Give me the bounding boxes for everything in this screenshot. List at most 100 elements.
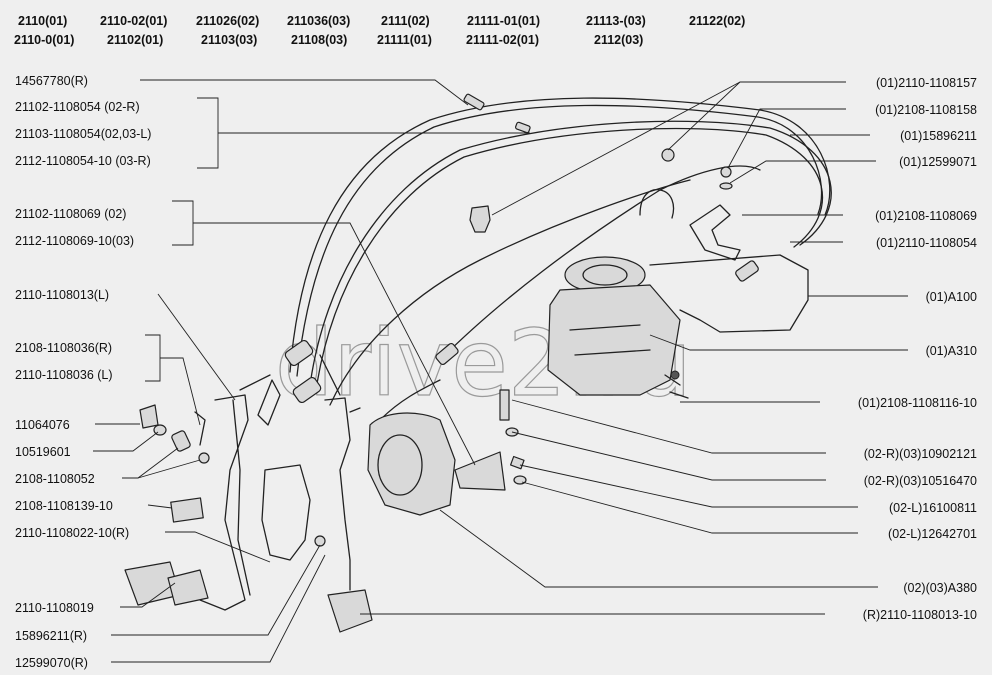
leader-left-11 (120, 582, 176, 608)
spring-coil (670, 370, 680, 380)
bracket-left-2 (197, 97, 219, 169)
linkage-arm (257, 379, 281, 426)
leader-left-12 (111, 544, 321, 636)
lower-cable (329, 179, 691, 406)
leader-right-12 (519, 464, 858, 508)
leader-left-13 (111, 554, 326, 663)
bushing (139, 404, 159, 429)
header-model-2-3: 21103(03) (201, 33, 257, 47)
leader-right-10 (511, 399, 826, 454)
pedal-pad-left-2 (167, 569, 209, 606)
header-model-1-6: 21111-01(01) (467, 14, 540, 28)
spring-left (171, 430, 191, 452)
left-label-15: 2110-1108019 (15, 601, 94, 615)
leader-right-13 (521, 481, 858, 534)
right-label-5: (01)2108-1108069 (875, 209, 977, 223)
pedal-lever-left (199, 394, 249, 611)
carburetor-body (547, 284, 681, 396)
bracket-left-3 (172, 200, 194, 246)
leader-left-1 (140, 79, 469, 106)
second-cable-inner (315, 127, 824, 391)
pedal-pad-right (327, 589, 373, 633)
carburetor-detail (569, 324, 651, 356)
leader-right-1b (491, 81, 741, 216)
pedal-mounting-bracket (261, 464, 311, 561)
left-label-11: 10519601 (15, 445, 71, 459)
plastic-clip (469, 205, 491, 233)
linkage-rod-2 (239, 374, 271, 391)
right-label-8: (01)A310 (926, 344, 977, 358)
leader-left-8 (122, 447, 179, 479)
right-label-1: (01)2110-1108157 (876, 76, 977, 90)
leader-right-8 (649, 334, 908, 351)
header-model-2-7: 2112(03) (594, 33, 643, 47)
left-label-13: 2108-1108139-10 (15, 499, 113, 513)
header-model-1-3: 211026(02) (196, 14, 259, 28)
pedal-stop-block (170, 497, 204, 523)
header-model-1-1: 2110(01) (18, 14, 67, 28)
leader-left-7 (93, 431, 159, 452)
right-labels: (01)2110-1108157 (01)2108-1108158 (01)15… (858, 76, 977, 622)
air-filter-ring (582, 264, 628, 286)
pedal-lever-left-inner (232, 399, 251, 596)
right-label-3: (01)15896211 (900, 129, 977, 143)
left-label-7: 2110-1108013(L) (15, 288, 109, 302)
left-label-14: 2110-1108022-10(R) (15, 526, 129, 540)
leader-left-3 (193, 222, 476, 466)
header-model-1-7: 21113-(03) (586, 14, 646, 28)
throttle-spring (664, 374, 689, 399)
throttle-body (367, 412, 456, 516)
cable-tail (379, 379, 441, 421)
leader-right-2 (727, 108, 846, 169)
left-label-10: 11064076 (15, 418, 70, 432)
cable-adjuster-right (735, 260, 759, 282)
left-label-2: 21102-1108054 (02-R) (15, 100, 140, 114)
leader-left-5 (160, 357, 201, 426)
right-label-9: (01)2108-1108116-10 (858, 396, 977, 410)
header-model-2-2: 21102(01) (107, 33, 163, 47)
right-label-6: (01)2110-1108054 (876, 236, 977, 250)
header-model-1-2: 2110-02(01) (100, 14, 167, 28)
left-label-4: 2112-1108054-10 (03-R) (15, 154, 151, 168)
header-model-1-5: 2111(02) (381, 14, 430, 28)
left-label-3: 21103-1108054(02,03-L) (15, 127, 151, 141)
right-label-2: (01)2108-1108158 (875, 103, 977, 117)
throttle-bracket (454, 451, 506, 491)
right-label-13: (02-L)12642701 (888, 527, 977, 541)
header-model-2-5: 21111(01) (377, 33, 432, 47)
bracket-left-5 (145, 334, 161, 382)
model-header: 2110(01) 2110-02(01) 211026(02) 211036(0… (14, 14, 745, 47)
header-model-1-8: 21122(02) (689, 14, 745, 28)
left-labels: 14567780(R) 21102-1108054 (02-R) 21103-1… (15, 74, 151, 670)
throttle-cable-inner (296, 104, 823, 377)
left-label-5: 21102-1108069 (02) (15, 207, 126, 221)
left-label-9: 2110-1108036 (L) (15, 368, 113, 382)
left-label-8: 2108-1108036(R) (15, 341, 112, 355)
leader-lines (93, 79, 908, 663)
leader-right-11 (511, 431, 826, 481)
holder-clip (661, 148, 675, 162)
cable-end-fitting-lower (292, 376, 322, 404)
header-model-2-6: 21111-02(01) (466, 33, 539, 47)
grommet (720, 166, 732, 178)
leader-left-8b (137, 459, 201, 479)
right-label-12: (02-L)16100811 (889, 501, 977, 515)
leader-left-4 (157, 293, 236, 401)
leader-left-9 (147, 504, 173, 509)
cable-sleeve (515, 121, 531, 134)
left-label-17: 12599070(R) (15, 656, 88, 670)
left-label-16: 15896211(R) (15, 629, 87, 643)
left-label-6: 2112-1108069-10(03) (15, 234, 134, 248)
nut-1 (509, 455, 525, 470)
bolt (499, 389, 510, 421)
right-label-7: (01)A100 (926, 290, 977, 304)
washer (719, 182, 733, 190)
return-spring (194, 411, 206, 446)
leader-right-1 (667, 81, 846, 151)
left-label-12: 2108-1108052 (15, 472, 95, 486)
header-model-2-4: 21108(03) (291, 33, 347, 47)
clip-fastener (314, 535, 326, 547)
cable-bracket-right (689, 204, 741, 261)
